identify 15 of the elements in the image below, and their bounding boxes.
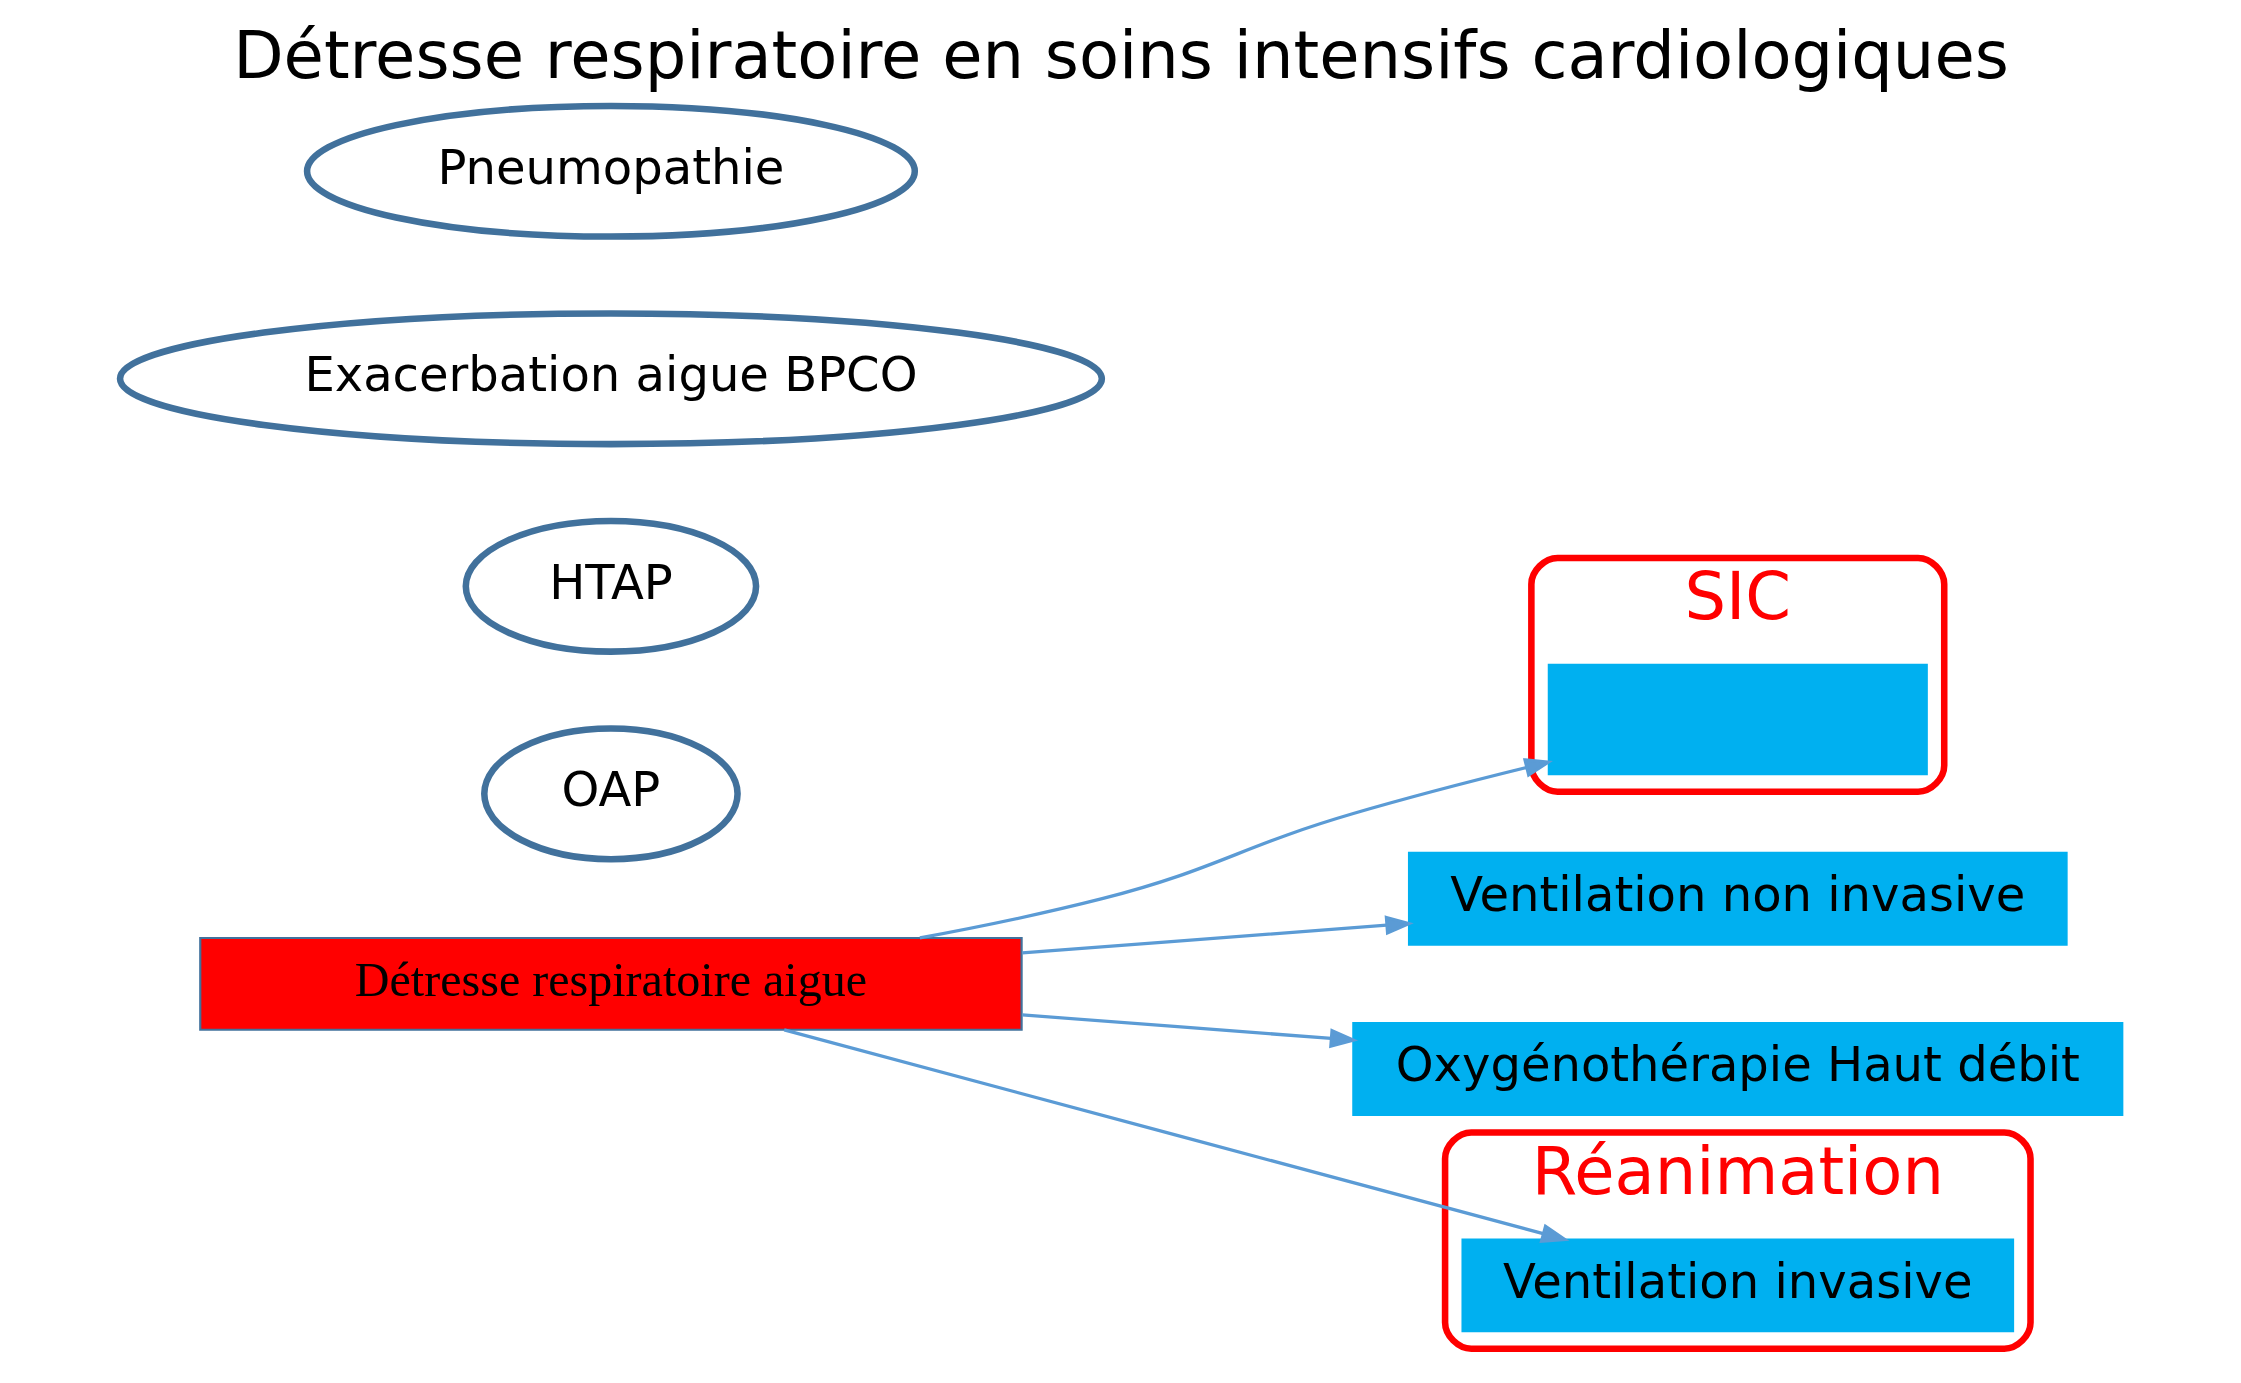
arrow xyxy=(1021,1013,1358,1049)
arrow xyxy=(1021,915,1414,955)
node-ellipse: Exacerbation aigue BPCO xyxy=(116,310,1105,448)
arrow xyxy=(783,1028,1569,1243)
node-box: Détresse respiratoire aigue xyxy=(198,936,1023,1031)
cluster: SIC xyxy=(1527,554,1947,795)
node-box: Ventilation invasive xyxy=(1460,1238,2014,1333)
node-ellipse: HTAP xyxy=(462,517,759,655)
node-ellipse: Pneumopathie xyxy=(303,102,918,240)
diagram-title: Détresse respiratoire en soins intensifs cardiologiques xyxy=(232,17,2009,93)
node-box: Oxygénothérapie Haut débit xyxy=(1351,1022,2123,1117)
arrow xyxy=(919,758,1553,940)
node-box: Ventilation non invasive xyxy=(1407,851,2068,946)
node-box xyxy=(1547,663,1928,776)
node-ellipse: OAP xyxy=(480,725,741,863)
